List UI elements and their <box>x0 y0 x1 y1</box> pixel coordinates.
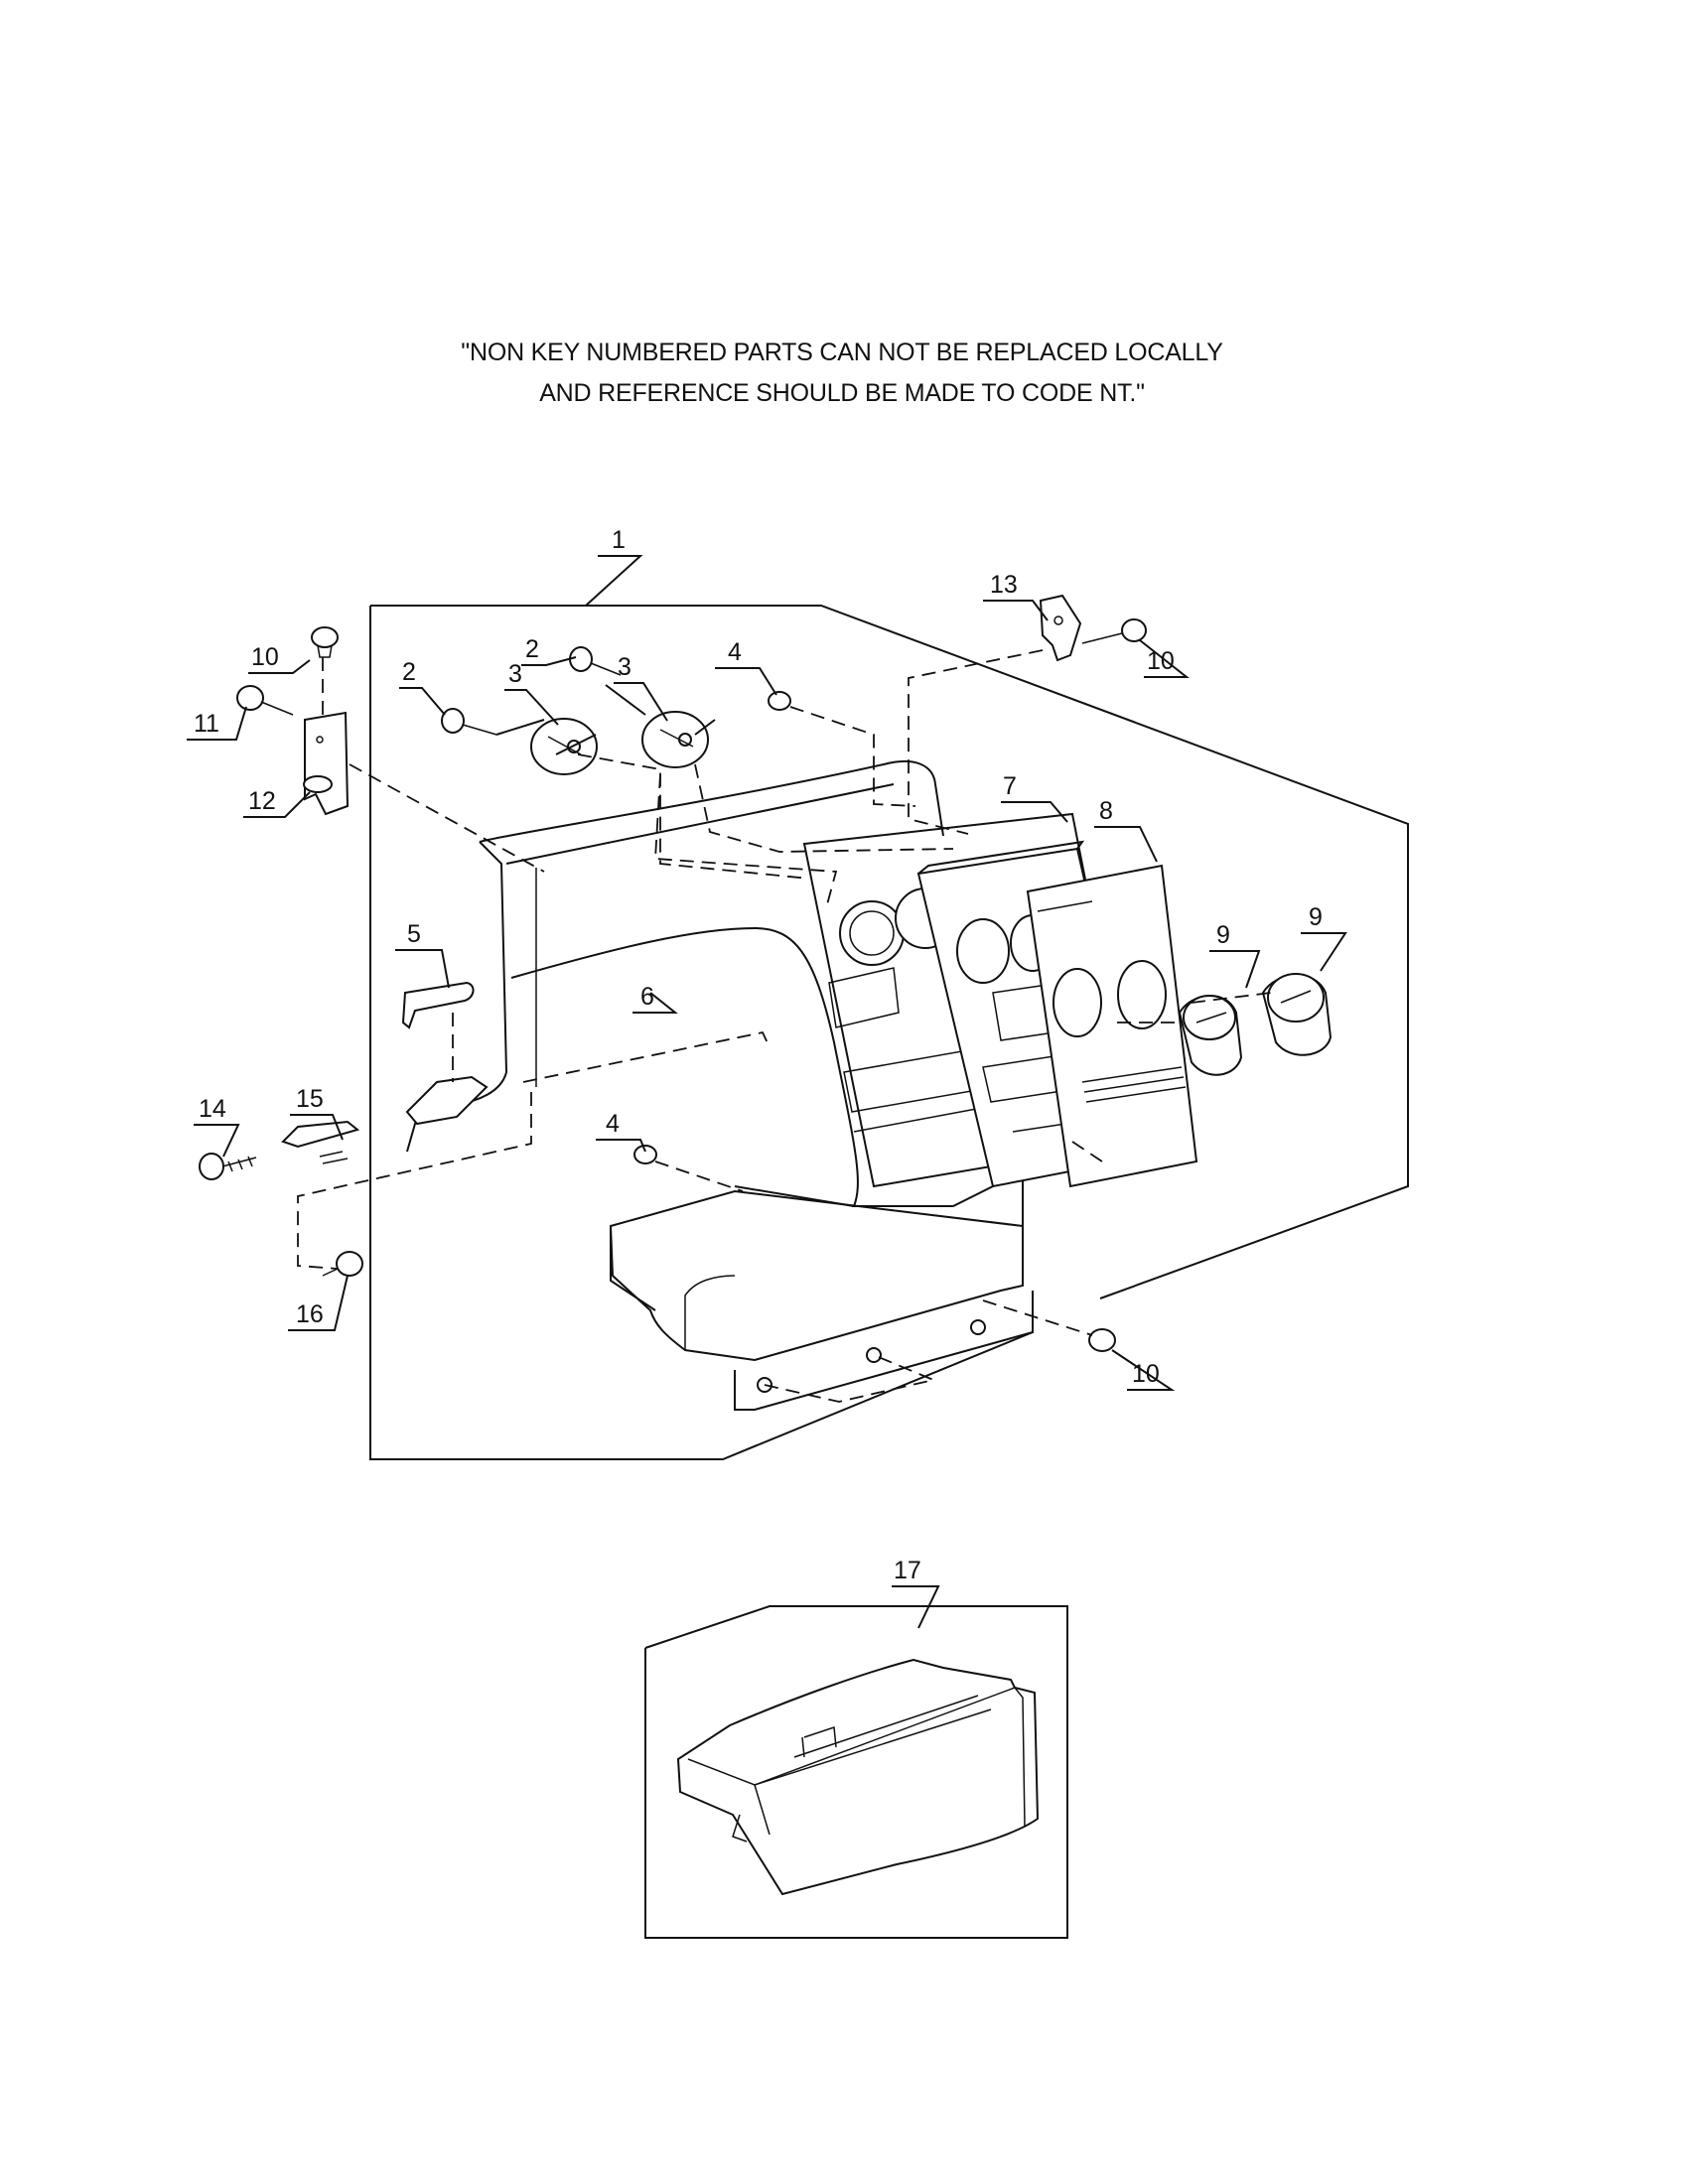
callout-5: 5 <box>407 920 421 948</box>
screw-part-2-right <box>569 646 622 676</box>
assembly-guide-lines <box>297 649 1103 1403</box>
callout-15: 15 <box>296 1085 324 1113</box>
knob-guide-lines <box>1117 992 1272 1024</box>
callout-9-right: 9 <box>1309 903 1323 931</box>
callout-11: 11 <box>194 710 219 738</box>
notice-line-2: AND REFERENCE SHOULD BE MADE TO CODE NT.… <box>539 379 1145 407</box>
callout-10-top-left: 10 <box>251 643 279 671</box>
bracket-part-13 <box>1039 594 1082 662</box>
replacement-notice: "NON KEY NUMBERED PARTS CAN NOT BE REPLA… <box>0 333 1684 414</box>
callout-10-bottom: 10 <box>1132 1360 1160 1388</box>
screw-part-10-bottom-right <box>1088 1328 1116 1352</box>
callout-14: 14 <box>199 1095 226 1123</box>
lever-part-5 <box>401 981 475 1029</box>
callout-8: 8 <box>1099 797 1113 825</box>
screw-part-10-top-left <box>311 626 339 658</box>
bracket-part-12 <box>303 711 350 816</box>
spring-part-15 <box>281 1120 360 1164</box>
screw-part-2-left <box>441 708 497 736</box>
spool-pin-lines <box>495 684 716 755</box>
notice-line-1: "NON KEY NUMBERED PARTS CAN NOT BE REPLA… <box>461 339 1223 366</box>
callout-13: 13 <box>990 571 1018 599</box>
callout-7: 7 <box>1003 772 1017 800</box>
callout-9-left: 9 <box>1216 921 1230 949</box>
callout-2-left: 2 <box>402 658 416 686</box>
screw-part-16 <box>322 1251 363 1277</box>
callout-labels: 1 13 10 11 12 2 2 3 3 4 7 8 9 9 10 5 6 4… <box>194 526 1323 1584</box>
spool-cap-part-3-right <box>641 711 709 768</box>
callout-10-top-right: 10 <box>1147 647 1175 675</box>
callout-leaders <box>187 555 1347 1629</box>
screw-part-10-top-right <box>1081 618 1147 644</box>
clip-part-4-bottom <box>633 1145 657 1164</box>
front-cover-part-6 <box>406 759 1024 1236</box>
screw-part-14 <box>199 1153 257 1180</box>
callout-3-right: 3 <box>618 653 632 681</box>
callout-3-left: 3 <box>508 660 522 688</box>
base-housing <box>609 1189 1034 1411</box>
callout-2-right: 2 <box>525 635 539 663</box>
assembly-1-boundary <box>369 605 1409 1460</box>
knob-part-9-right <box>1261 973 1333 1056</box>
callout-17: 17 <box>894 1557 921 1584</box>
callout-12: 12 <box>248 787 276 815</box>
label-plate <box>1026 864 1198 1188</box>
lever-mount <box>405 1075 489 1126</box>
clip-part-4-top <box>768 691 791 711</box>
callout-16: 16 <box>296 1300 324 1328</box>
callout-4-top: 4 <box>728 638 742 666</box>
callout-1: 1 <box>612 526 626 554</box>
tray-part-17 <box>644 1605 1068 1939</box>
knob-part-9-left <box>1178 995 1243 1076</box>
screw-part-11 <box>236 685 294 716</box>
callout-4-bottom: 4 <box>606 1110 620 1138</box>
spool-cap-part-3-left <box>530 718 598 775</box>
callout-6: 6 <box>640 983 654 1011</box>
